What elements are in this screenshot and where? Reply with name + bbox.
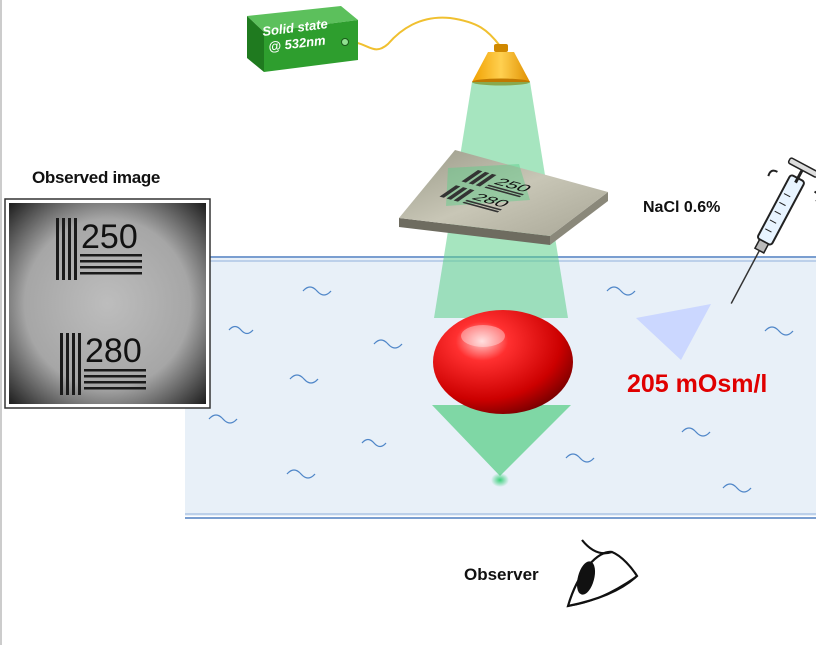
wave-mark	[208, 414, 238, 424]
observer-label: Observer	[464, 565, 539, 584]
observed-number-bottom: 280	[85, 332, 142, 370]
observed-image-label: Observed image	[32, 168, 161, 187]
wave-mark	[681, 427, 711, 437]
water-waves	[208, 286, 794, 493]
wave-mark	[722, 483, 752, 493]
wave-mark	[565, 453, 595, 463]
droplet-highlight	[461, 325, 505, 347]
observed-number-top: 250	[81, 218, 138, 256]
plate-bar-mark	[462, 201, 500, 213]
observed-bar-mark	[56, 218, 59, 280]
wave-mark	[302, 286, 332, 296]
laser-box	[247, 6, 358, 72]
wave-mark	[286, 469, 316, 479]
observed-bar-mark	[84, 369, 146, 372]
observed-image-panel: 250 280	[4, 198, 211, 409]
syringe	[730, 157, 816, 304]
plate-bar-mark	[439, 185, 461, 198]
plate-bar-mark	[453, 189, 475, 202]
wave-mark	[228, 325, 254, 335]
observed-bar-mark	[84, 375, 146, 378]
observed-bar-mark	[80, 266, 142, 269]
laser-aperture-icon	[341, 38, 349, 46]
observed-bar-mark	[66, 333, 69, 395]
red-droplet	[433, 310, 573, 414]
syringe-label: NaCl 0.6%	[643, 199, 721, 216]
observed-bar-mark	[80, 254, 142, 257]
observed-bar-mark	[74, 218, 77, 280]
observed-bar-mark	[68, 218, 71, 280]
lamp	[472, 44, 530, 86]
observed-bar-mark	[84, 381, 146, 384]
wave-mark	[289, 374, 319, 384]
observed-bar-mark	[72, 333, 75, 395]
plate-bar-mark	[484, 186, 522, 198]
plate-bar-mark	[446, 187, 468, 200]
plate-bar-mark	[461, 170, 483, 183]
focal-spot	[491, 473, 509, 487]
wave-mark	[606, 286, 636, 296]
observed-bar-mark	[62, 218, 65, 280]
wave-mark	[764, 326, 794, 336]
eye-icon	[566, 539, 639, 608]
plate-bar-mark	[487, 184, 524, 196]
target-plate: 250 280	[399, 150, 608, 245]
plate-bar-mark	[475, 173, 497, 187]
plate-bar-mark	[465, 199, 502, 211]
observed-bar-mark	[80, 272, 142, 275]
observed-bar-mark	[60, 333, 63, 395]
observed-bar-mark	[84, 387, 146, 390]
observed-bar-mark	[80, 260, 142, 263]
wave-mark	[373, 339, 403, 349]
plate-bar-mark	[468, 171, 490, 185]
wave-mark	[361, 438, 387, 448]
syringe-spray	[636, 304, 711, 360]
focused-beam	[432, 405, 571, 476]
optical-fiber	[344, 16, 501, 51]
osmolarity-label: 205 mOsm/l	[627, 370, 768, 398]
observed-bar-mark	[78, 333, 81, 395]
